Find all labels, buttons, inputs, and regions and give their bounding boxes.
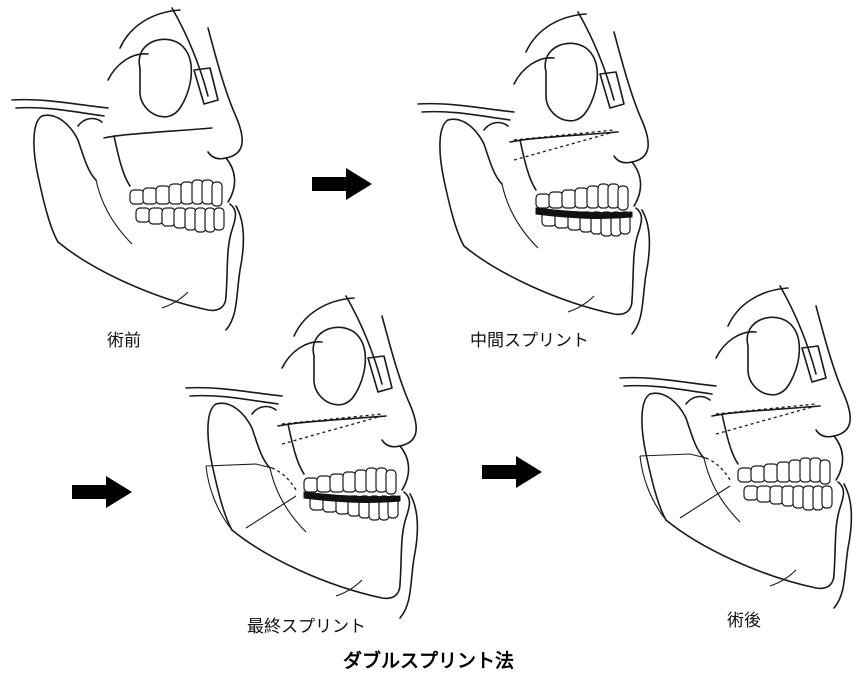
label-preop: 術前: [107, 326, 141, 351]
arrow-3: [482, 456, 542, 488]
diagram-title: ダブルスプリント法: [0, 646, 857, 673]
label-postop: 術後: [727, 606, 761, 631]
panel-final-drawing: [186, 296, 417, 618]
arrow-2: [72, 476, 132, 508]
label-final-splint: 最終スプリント: [247, 612, 366, 637]
panel-intermediate-drawing: [418, 12, 649, 334]
panel-postop-drawing: [620, 286, 851, 608]
arrow-1: [312, 168, 372, 200]
panel-preop-drawing: [12, 8, 243, 330]
label-intermediate-splint: 中間スプリント: [470, 326, 589, 351]
